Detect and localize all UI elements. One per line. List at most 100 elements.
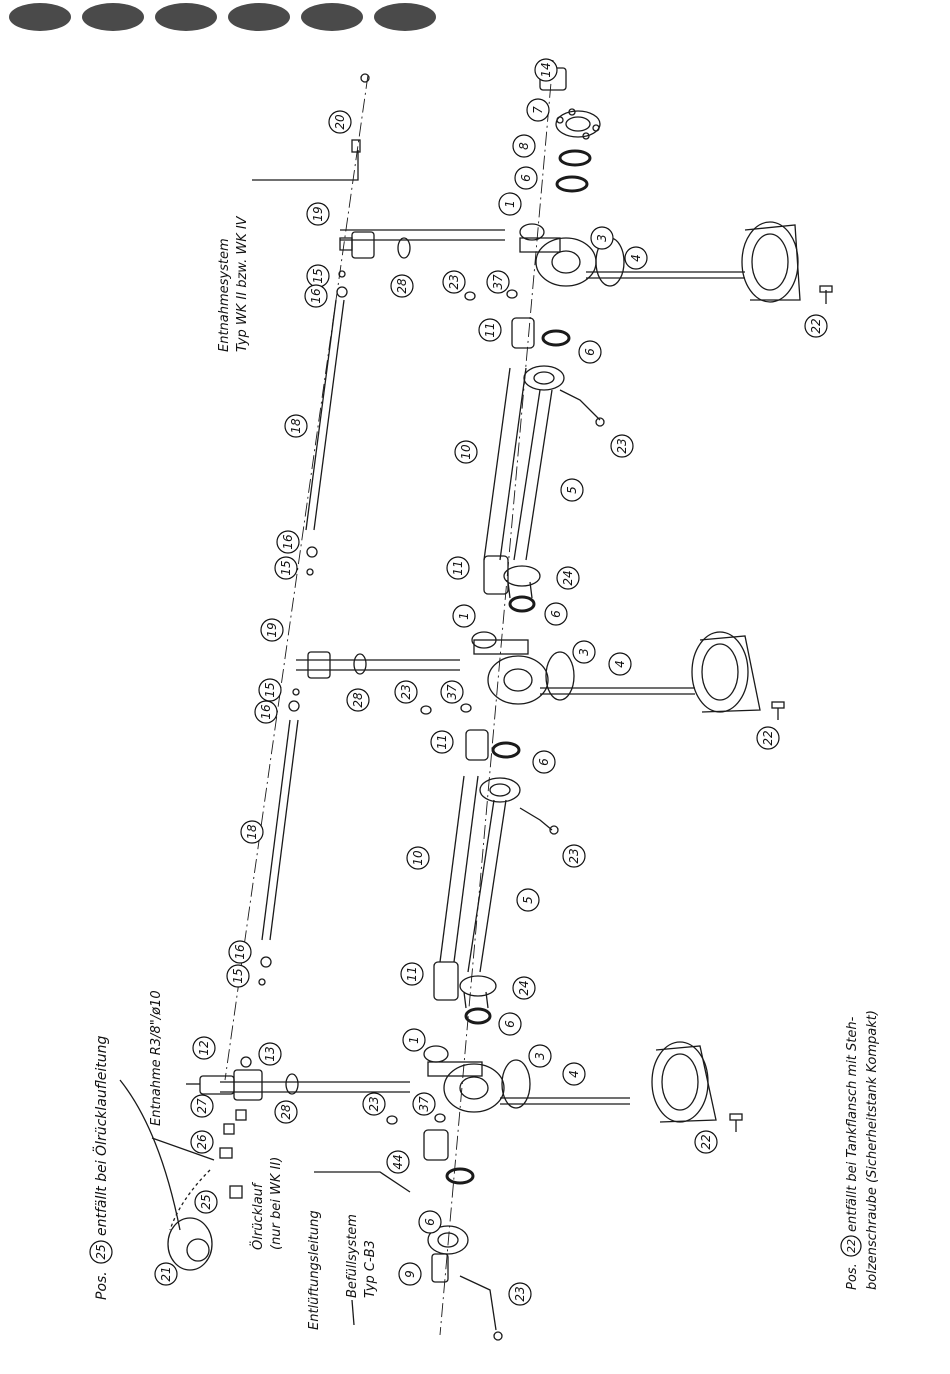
callout-6: 6 bbox=[544, 602, 568, 626]
callout-24: 24 bbox=[556, 566, 580, 590]
callout-circle bbox=[284, 414, 308, 438]
callout-circle bbox=[446, 556, 470, 580]
callout-number: 4 bbox=[567, 1070, 581, 1078]
callout-23: 23 bbox=[394, 680, 418, 704]
header-tab-6[interactable] bbox=[374, 3, 436, 31]
callout-circle bbox=[804, 314, 828, 338]
callout-circle bbox=[442, 270, 466, 294]
callout-circle bbox=[406, 846, 430, 870]
callout-24: 24 bbox=[512, 976, 536, 1000]
callout-circle bbox=[402, 1028, 426, 1052]
callout-circle bbox=[228, 940, 252, 964]
callout-21: 21 bbox=[154, 1262, 178, 1286]
callout-6: 6 bbox=[532, 750, 556, 774]
callout-23: 23 bbox=[508, 1282, 532, 1306]
callout-circle bbox=[258, 678, 282, 702]
callout-1: 1 bbox=[498, 192, 522, 216]
main-axis-line bbox=[439, 59, 554, 1336]
callout-8: 8 bbox=[512, 134, 536, 158]
callout-number: 6 bbox=[583, 348, 597, 356]
callout-number: 6 bbox=[549, 610, 563, 618]
callout-circle bbox=[526, 98, 550, 122]
callout-number: 24 bbox=[561, 570, 575, 585]
callout-circle bbox=[306, 202, 330, 226]
callout-15: 15 bbox=[226, 964, 250, 988]
callout-3: 3 bbox=[590, 226, 614, 250]
callout-number: 23 bbox=[447, 274, 461, 289]
assembly-middle bbox=[261, 546, 785, 1025]
header-tab-1[interactable] bbox=[9, 3, 71, 31]
callout-number: 3 bbox=[533, 1052, 547, 1060]
callout-number: 26 bbox=[195, 1134, 209, 1150]
callout-13: 13 bbox=[258, 1042, 282, 1066]
header-tab-5[interactable] bbox=[301, 3, 363, 31]
callout-number: 11 bbox=[451, 560, 465, 575]
callout-37: 37 bbox=[440, 680, 464, 704]
callout-26: 26 bbox=[190, 1130, 214, 1154]
callout-number: 15 bbox=[279, 560, 293, 575]
callout-circle bbox=[260, 618, 284, 642]
callout-number: 16 bbox=[259, 704, 273, 720]
callout-number: 18 bbox=[289, 418, 303, 434]
callout-circle bbox=[412, 1092, 436, 1116]
callout-number: 16 bbox=[309, 288, 323, 304]
callout-28: 28 bbox=[274, 1100, 298, 1124]
callout-number: 37 bbox=[417, 1096, 431, 1112]
callout-number: 11 bbox=[435, 734, 449, 749]
callout-circle bbox=[390, 274, 414, 298]
callout-22: 22 bbox=[694, 1130, 718, 1154]
callout-12: 12 bbox=[192, 1036, 216, 1060]
callout-number: 5 bbox=[521, 896, 535, 904]
label-befuellsystem: Befüllsystem bbox=[345, 1214, 360, 1298]
callout-16: 16 bbox=[254, 700, 278, 724]
callout-number: 12 bbox=[197, 1040, 211, 1055]
callout-circle bbox=[528, 1044, 552, 1068]
callout-16: 16 bbox=[276, 530, 300, 554]
callout-9: 9 bbox=[398, 1262, 422, 1286]
callout-28: 28 bbox=[346, 688, 370, 712]
callout-number: 1 bbox=[503, 200, 517, 208]
callout-circle bbox=[346, 688, 370, 712]
callout-23: 23 bbox=[610, 434, 634, 458]
callout-6: 6 bbox=[578, 340, 602, 364]
callout-circle bbox=[562, 844, 586, 868]
note-pos22-text: entfällt bei Tankflansch mit Steh- bbox=[845, 1016, 860, 1232]
callout-circle bbox=[590, 226, 614, 250]
callout-number: 8 bbox=[517, 142, 531, 150]
callout-number: 15 bbox=[311, 268, 325, 283]
callout-3: 3 bbox=[528, 1044, 552, 1068]
label-befuellsystem-type: Typ C-B3 bbox=[363, 1240, 378, 1298]
callout-27: 27 bbox=[190, 1094, 214, 1118]
callout-number: 6 bbox=[537, 758, 551, 766]
extraction-axis-line bbox=[224, 74, 369, 1081]
callout-1: 1 bbox=[402, 1028, 426, 1052]
callout-23: 23 bbox=[562, 844, 586, 868]
callout-number: 18 bbox=[245, 824, 259, 840]
callout-circle bbox=[194, 1190, 218, 1214]
header-tab-4[interactable] bbox=[228, 3, 290, 31]
callout-number: 44 bbox=[391, 1154, 405, 1169]
annotation-labels: Pos. 25 entfällt bei Ölrücklaufleitung E… bbox=[89, 215, 880, 1330]
callout-circle bbox=[274, 556, 298, 580]
callout-circle bbox=[532, 750, 556, 774]
callout-25: 25 bbox=[194, 1190, 218, 1214]
callout-1: 1 bbox=[452, 604, 476, 628]
label-entlueftungsleitung: Entlüftungsleitung bbox=[307, 1210, 322, 1330]
callout-circle bbox=[514, 166, 538, 190]
callout-circle bbox=[578, 340, 602, 364]
callout-7: 7 bbox=[526, 98, 550, 122]
note-pos22-text-2: bolzenschraube (Sicherheitstank Kompakt) bbox=[865, 1010, 880, 1290]
callout-number: 15 bbox=[231, 968, 245, 983]
callout-18: 18 bbox=[284, 414, 308, 438]
callout-circle bbox=[400, 962, 424, 986]
callout-number: 37 bbox=[491, 274, 505, 290]
callout-20: 20 bbox=[328, 110, 352, 134]
callout-circle bbox=[258, 1042, 282, 1066]
callout-circle bbox=[756, 726, 780, 750]
header-tab-3[interactable] bbox=[155, 3, 217, 31]
callout-circle bbox=[556, 566, 580, 590]
header-tab-2[interactable] bbox=[82, 3, 144, 31]
callout-number: 23 bbox=[615, 438, 629, 453]
